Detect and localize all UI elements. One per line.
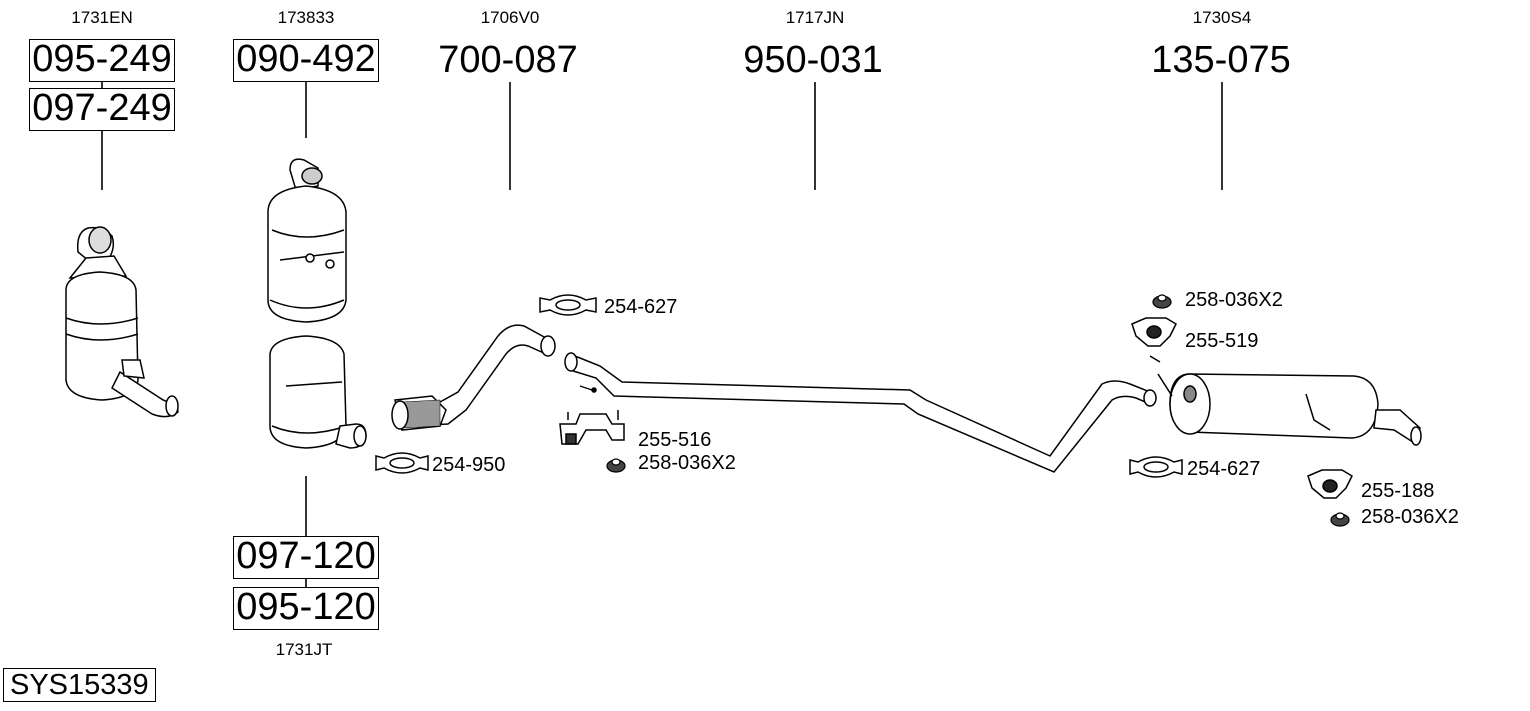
- part-number-box: 095-120: [233, 587, 379, 630]
- mount-bracket-icon: [1131, 317, 1177, 363]
- front-pipe-1706v0: [391, 324, 556, 431]
- part-number-label: 700-087: [438, 39, 578, 81]
- accessory-label: 254-950: [432, 454, 506, 476]
- nut-icon: [606, 458, 626, 473]
- accessory-label: 255-188: [1361, 480, 1435, 502]
- nut-icon: [1152, 294, 1172, 309]
- accessory-label: 255-519: [1185, 330, 1259, 352]
- catalytic-converter-1731en: [65, 226, 179, 418]
- ref-label-1706v0: 1706V0: [480, 8, 540, 27]
- system-code-box: SYS15339: [3, 668, 156, 702]
- clamp-icon: [375, 452, 429, 474]
- mount-bracket-icon: [1307, 469, 1353, 499]
- rear-silencer-1730s4: [1157, 373, 1422, 446]
- ref-label-1717jn: 1717JN: [785, 8, 845, 27]
- clamp-icon: [539, 294, 597, 316]
- accessory-label: 254-627: [1187, 458, 1261, 480]
- part-number-box: 095-249: [29, 39, 175, 82]
- part-number-box: 097-120: [233, 536, 379, 579]
- part-number-box: 097-249: [29, 88, 175, 131]
- accessory-label: 255-516: [638, 429, 712, 451]
- centre-pipe-1717jn: [564, 352, 1157, 473]
- ref-label-173833: 173833: [277, 8, 335, 27]
- ref-label-1730s4: 1730S4: [1192, 8, 1252, 27]
- accessory-label: 258-036X2: [638, 452, 736, 474]
- part-number-box: 090-492: [233, 39, 379, 82]
- ref-label-1731jt: 1731JT: [275, 640, 333, 659]
- mount-bracket-icon: [559, 410, 625, 445]
- clamp-icon: [1129, 456, 1183, 478]
- accessory-label: 258-036X2: [1185, 289, 1283, 311]
- diesel-particulate-filter-173833: [267, 158, 347, 323]
- part-number-label: 950-031: [743, 39, 883, 81]
- accessory-label: 254-627: [604, 296, 678, 318]
- part-number-label: 135-075: [1151, 39, 1291, 81]
- nut-icon: [1330, 512, 1350, 527]
- accessory-label: 258-036X2: [1361, 506, 1459, 528]
- diesel-particulate-filter-1731jt: [269, 335, 367, 449]
- ref-label-1731en: 1731EN: [71, 8, 133, 27]
